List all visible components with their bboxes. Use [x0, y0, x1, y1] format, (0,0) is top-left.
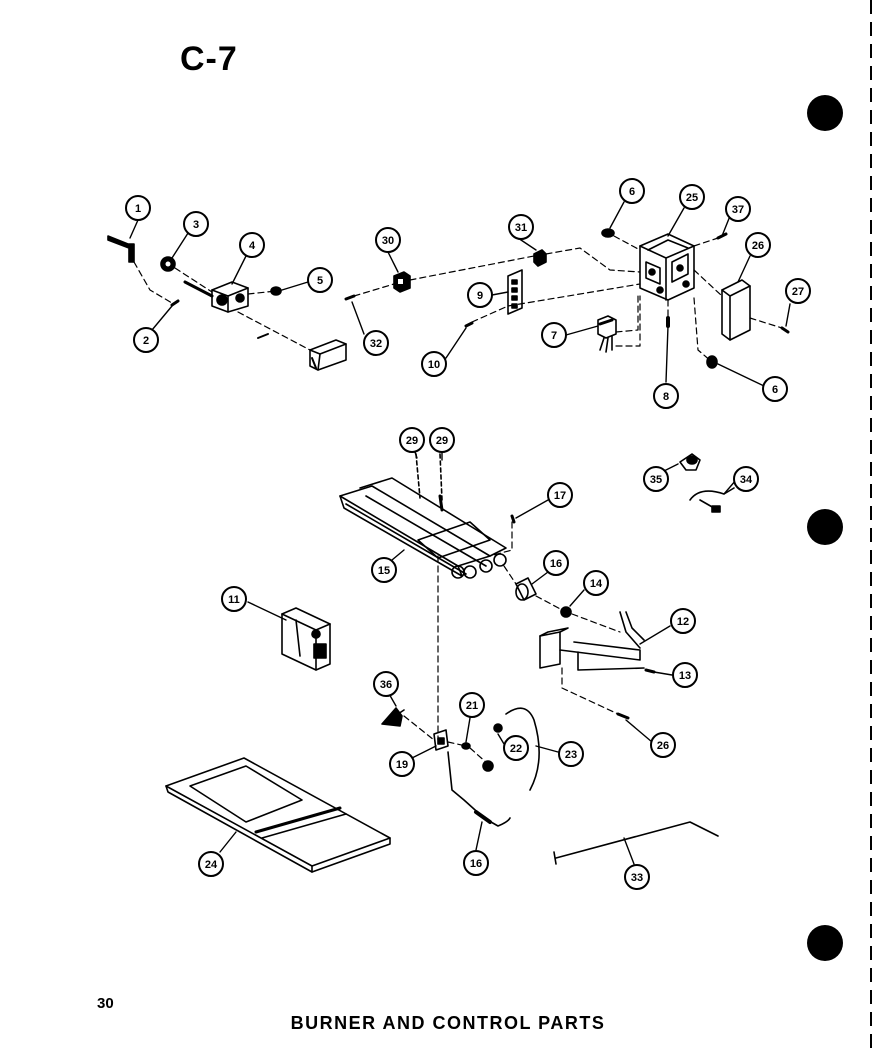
page-code: C-7 — [180, 40, 238, 78]
diagram-caption: BURNER AND CONTROL PARTS — [290, 1013, 606, 1033]
callout-6-lower: 6 — [772, 384, 778, 396]
part-19-pilot-bracket — [433, 729, 449, 751]
callout-7: 7 — [551, 330, 557, 342]
part-30-clip — [393, 271, 411, 293]
part-27-screw — [780, 326, 790, 334]
callout-13: 13 — [679, 670, 691, 682]
callout-4: 4 — [249, 240, 256, 252]
callout-circles — [125, 178, 811, 890]
callout-16-thermocouple: 16 — [470, 858, 482, 870]
callout-19: 19 — [396, 759, 408, 771]
callout-27: 27 — [792, 286, 804, 298]
part-23-pilot-tube — [505, 707, 540, 791]
callout-30: 30 — [382, 235, 394, 247]
page-border-line — [870, 0, 872, 1056]
callout-22: 22 — [510, 743, 522, 755]
part-17-screw — [510, 514, 516, 524]
part-4-valve — [183, 280, 269, 339]
part-2-screw — [170, 299, 180, 307]
callout-35: 35 — [650, 474, 662, 486]
callout-6-upper: 6 — [629, 186, 635, 198]
part-16-thermocouple — [447, 751, 511, 827]
part-26-screw-lower — [616, 712, 630, 720]
part-3-nut — [160, 256, 176, 272]
part-29-pins — [415, 453, 444, 512]
callout-11: 11 — [228, 594, 240, 606]
callout-34: 34 — [740, 474, 753, 486]
callout-37: 37 — [732, 204, 744, 216]
part-11-gas-valve — [281, 607, 331, 671]
callout-labels: 1 2 3 4 5 6 6 7 8 9 10 11 12 13 14 15 16… — [135, 186, 804, 884]
callout-9: 9 — [477, 290, 483, 302]
callout-23: 23 — [565, 749, 577, 761]
assembly-lines-lower — [403, 715, 489, 765]
callout-25: 25 — [686, 192, 698, 204]
part-15-burner-assembly — [339, 477, 507, 579]
callout-12: 12 — [677, 616, 689, 628]
binder-hole-middle — [807, 509, 843, 545]
part-21-pilot-orifice — [461, 742, 471, 750]
page-number: 30 — [97, 995, 114, 1012]
callout-5: 5 — [317, 275, 323, 287]
callout-14: 14 — [590, 578, 603, 590]
part-18-orifice — [515, 577, 537, 601]
part-24-bottom-panel — [165, 757, 391, 873]
valve-cover — [309, 339, 347, 371]
assembly-lines-middle — [437, 521, 621, 741]
callout-31: 31 — [515, 222, 527, 234]
callout-16-orifice: 16 — [550, 558, 562, 570]
callout-21: 21 — [466, 700, 478, 712]
callout-26-upper: 26 — [752, 240, 764, 252]
part-31-clip — [533, 249, 547, 267]
part-10-screw — [464, 321, 474, 328]
callout-17: 17 — [554, 490, 566, 502]
assembly-lines-upper — [133, 235, 783, 363]
callout-10: 10 — [428, 359, 440, 371]
callout-32: 32 — [370, 338, 382, 350]
callout-29-right: 29 — [436, 435, 448, 447]
part-1-bracket — [107, 235, 135, 263]
part-6-grommet-upper — [601, 228, 615, 238]
callout-29-left: 29 — [406, 435, 418, 447]
callout-36: 36 — [380, 679, 392, 691]
callout-leaders — [129, 201, 791, 865]
part-36-bracket — [381, 707, 405, 727]
part-25-junction-box — [639, 233, 695, 301]
part-7-transformer — [597, 315, 617, 353]
part-35-knob — [679, 453, 701, 471]
callout-2: 2 — [143, 335, 149, 347]
callout-33: 33 — [631, 872, 643, 884]
part-9-terminal-strip — [507, 269, 523, 315]
part-13-screw — [644, 668, 656, 674]
callout-8: 8 — [663, 391, 669, 403]
callout-1: 1 — [135, 203, 141, 215]
part-34-igniter-lead — [689, 487, 735, 513]
part-12-gas-tube — [539, 611, 645, 671]
callout-24: 24 — [205, 859, 218, 871]
part-22-fitting — [482, 723, 503, 772]
part-32-screw — [344, 294, 356, 301]
binder-hole-top — [807, 95, 843, 131]
part-33-rod — [553, 821, 719, 865]
callout-26-lower: 26 — [657, 740, 669, 752]
callout-3: 3 — [193, 219, 199, 231]
part-26-cover — [721, 279, 751, 341]
binder-hole-bottom — [807, 925, 843, 961]
callout-15: 15 — [378, 565, 390, 577]
